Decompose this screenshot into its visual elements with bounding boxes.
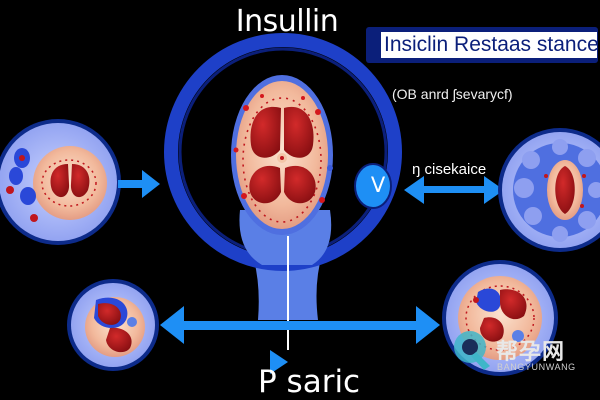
watermark-chinese: 帮孕网 bbox=[496, 339, 566, 364]
lobe bbox=[250, 106, 281, 158]
down-arrow-icon bbox=[270, 350, 288, 374]
lower-left-cell-disc bbox=[67, 279, 159, 371]
note-text: (OB anrd ʃsevarycf) bbox=[392, 86, 513, 102]
side-label: ŋ cisekaice bbox=[412, 161, 487, 178]
right-cell-disc bbox=[498, 128, 600, 252]
v-badge bbox=[354, 163, 392, 209]
central-organ bbox=[164, 33, 402, 374]
badge-label: V bbox=[370, 173, 386, 197]
right-double-arrow-icon bbox=[404, 176, 504, 204]
diagram-title: Insullin bbox=[235, 4, 339, 39]
banner-text: Insiclin Restaas stance bbox=[381, 32, 597, 58]
watermark-latin: BANGYUNWANG bbox=[497, 362, 576, 372]
lobe bbox=[284, 106, 314, 158]
left-cell-disc bbox=[0, 119, 121, 245]
bottom-label: P saric bbox=[258, 364, 361, 400]
lobe bbox=[249, 165, 281, 204]
q-logo-icon bbox=[454, 331, 490, 370]
lobe bbox=[284, 165, 316, 204]
double-arrow-icon bbox=[160, 306, 440, 344]
right-arrow-icon bbox=[118, 170, 160, 198]
